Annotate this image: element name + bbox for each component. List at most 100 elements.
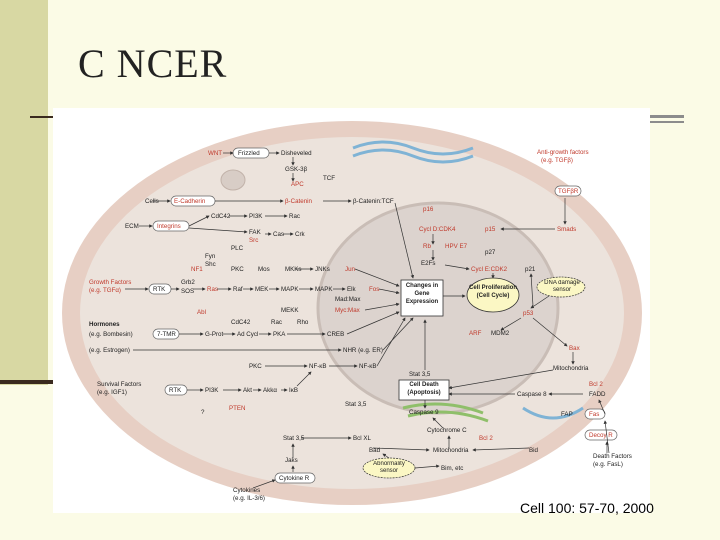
survival-eg: (e.g. IGF1) [97,389,127,396]
nfkb2-label: NF-κB [359,363,377,370]
rb-label: Rb [423,243,431,250]
pka-label: PKA [273,331,286,338]
pkc-low-label: PKC [249,363,262,370]
mkks-label: MKKs [285,266,302,273]
jun-label: Jun [345,266,356,273]
vesicle [220,169,246,191]
mdm2-label: MDM2 [491,330,510,337]
abnormality-label: Abnormality sensor [373,461,405,474]
p16-label: p16 [423,206,434,213]
title-rule-left [30,116,70,118]
endoplasmic-reticulum [522,406,584,420]
rho-label: Rho [297,319,309,326]
akkalpha-label: Akkα [263,387,277,394]
decoy-r-receptor [584,429,618,441]
disheveled-label: Disheveled [281,150,312,157]
cytokine-r-receptor [274,472,316,484]
cytokines-eg: (e.g. IL-3/6) [233,495,265,502]
estrogen-label: (e.g. Estrogen) [89,347,130,354]
ikb-label: IκB [289,387,298,394]
stat35-low-label: Stat 3,5 [283,435,305,442]
fap-label: FAP [561,411,573,418]
ecm-label: ECM [125,223,139,230]
golgi [402,402,484,415]
p53-label: p53 [523,310,534,317]
akt-label: Akt [243,387,252,394]
mekk-label: MEKK [281,307,299,314]
death-factors-eg: (e.g. FasL) [593,461,623,468]
e-cadherin-label: E-Cadherin [174,198,206,205]
title-rule-right [620,115,684,118]
tcf-label: TCF [323,175,335,182]
seven-tmr-label: 7-TMR [157,331,176,338]
changes-label: Changes in Gene Expression [405,283,439,305]
golgi [407,410,489,423]
frizzled-label: Frizzled [238,150,260,157]
nf1-label: NF1 [191,266,203,273]
citation: Cell 100: 57-70, 2000 [520,500,654,516]
cell-death-label: Cell Death (Apoptosis) [407,382,441,396]
cyce-cdk2-label: Cycl E:CDK2 [471,266,508,273]
cytochrome-c-label: Cytochrome C [427,427,467,434]
mos-label: Mos [258,266,270,273]
plc-label: PLC [231,245,244,252]
b-catenin-label: β-Catenin [285,198,313,205]
pten-label: PTEN [229,405,246,412]
rac-top-label: Rac [289,213,300,220]
cytokines-label: Cytokines [233,487,260,494]
pathway-arrows [125,151,610,489]
cytokine-r-label: Cytokine R [279,475,310,482]
shc-label: Shc [205,261,216,268]
ad-cycl-label: Ad Cycl [237,331,258,338]
caspase8-label: Caspase 8 [517,391,547,398]
stat35-top-label: Stat 3,5 [409,371,431,378]
pi3k-low-label: PI3K [205,387,219,394]
b-catenin-tcf-label: β-Catenin:TCF [353,198,394,205]
bcl2-low-label: Bcl 2 [479,435,493,442]
fadd-label: FADD [589,391,606,398]
ras-label: Ras [207,286,218,293]
crk-label: Crk [295,231,306,238]
arf-label: ARF [469,330,482,337]
bcl-xl-label: Bcl XL [353,435,371,442]
apc-label: APC [291,181,304,188]
endoplasmic-reticulum [352,148,474,164]
mapk-label: MAPK [281,286,299,293]
cycd-cdk4-label: Cycl D:CDK4 [419,226,456,233]
cells-label: Cells [145,198,159,205]
cancer-pathway-diagram: WNT Frizzled Disheveled GSK-3β APC TCF C… [53,108,650,513]
abl-label: Abl [197,309,206,316]
nhr-label: NHR (e.g. ER) [343,347,383,354]
mitochondria-label: Mitochondria [553,365,589,372]
e2fs-label: E2Fs [421,260,435,267]
bad-label: Bad [369,447,381,454]
left-accent-lower [0,385,48,540]
rtk-low-label: RTK [169,387,182,394]
decoy-r-label: Decoy R [589,432,613,439]
changes-gene-expression-box [400,279,444,317]
src-label: Src [249,237,258,244]
left-accent-bar [0,0,48,385]
rac-low-label: Rac [271,319,282,326]
cdc42-low-label: CdC42 [231,319,251,326]
integrins-label: Integrins [157,223,181,230]
elk-label: Elk [347,286,357,293]
survival-factors-label: Survival Factors [97,381,141,388]
jaks-label: Jaks [285,457,298,464]
creb-label: CREB [327,331,344,338]
cas-label: Cas [273,231,284,238]
smads-label: Smads [557,226,576,233]
mapk2-label: MAPK [315,286,333,293]
pi3k-top-label: PI3K [249,213,263,220]
bim-label: Bim, etc [441,465,463,472]
fas-label: Fas [589,411,599,418]
raf-label: Raf [233,286,243,293]
cell-death-box [398,379,450,401]
death-factors-label: Death Factors [593,453,632,460]
gsk-label: GSK-3β [285,166,308,173]
cdc42-top-label: CdC42 [211,213,231,220]
p21-label: p21 [525,266,536,273]
fyn-label: Fyn [205,253,216,260]
bcl2-right-label: Bcl 2 [589,381,603,388]
p15-label: p15 [485,226,496,233]
